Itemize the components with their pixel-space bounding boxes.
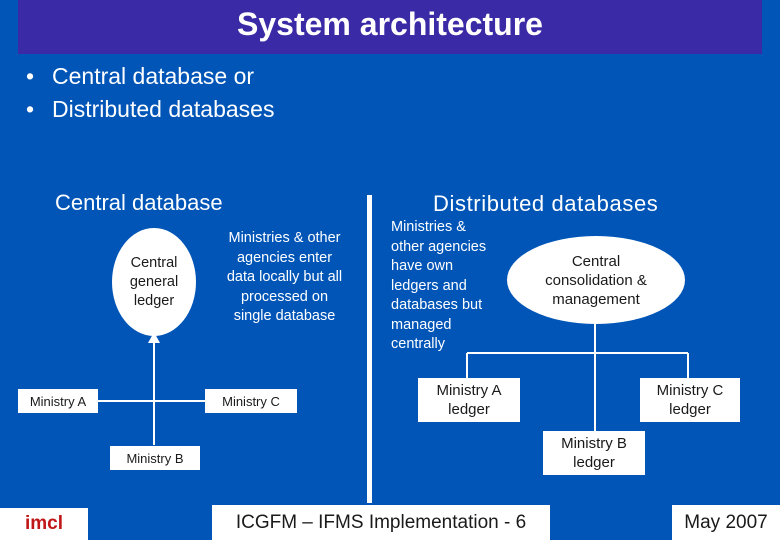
central-ministry-b-box: Ministry B [110,446,200,470]
bullet-item: •Distributed databases [26,93,274,126]
page-title: System architecture [237,6,543,42]
section-divider [367,195,372,503]
distributed-ministry-c-box: Ministry C ledger [640,378,740,422]
distributed-ministry-b-box: Ministry B ledger [543,431,645,475]
footer-center-text: ICGFM – IFMS Implementation - 6 [235,511,527,533]
distributed-ministry-a-box: Ministry A ledger [418,378,520,422]
bullet-list: •Central database or •Distributed databa… [26,60,274,126]
bullet-dot: • [26,63,35,89]
title-bar [18,0,762,54]
org-name: imcl [24,513,64,534]
central-ledger-ellipse: Central general ledger [112,228,196,336]
footer-center-box: ICGFM – IFMS Implementation - 6 [212,505,550,540]
distributed-databases-heading: Distributed databases [433,191,659,216]
central-arrow-head [148,332,160,343]
central-database-heading: Central database [55,190,223,215]
central-ministry-a-box: Ministry A [18,389,98,413]
distributed-note: Ministries & other agencies have own led… [391,219,487,352]
footer-date: May 2007 [684,511,768,533]
distributed-hub-ellipse: Central consolidation & management [507,236,685,324]
org-logo-box: imcl [0,508,88,540]
central-ministry-c-box: Ministry C [205,389,297,413]
bullet-item: •Central database or [26,60,274,93]
bullet-dot: • [26,96,35,122]
footer-date-box: May 2007 [672,505,780,540]
central-note: Ministries & other agencies enter data l… [226,230,343,324]
